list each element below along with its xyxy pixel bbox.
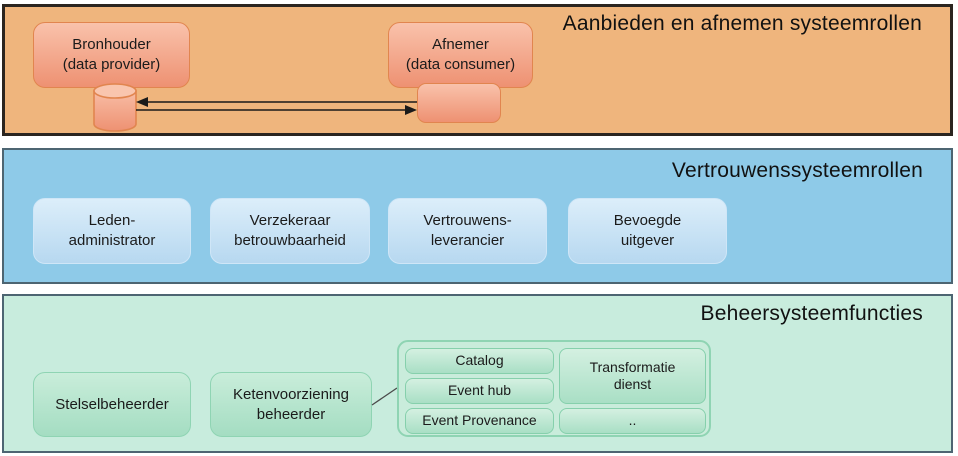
transformatie-line2: dienst — [613, 376, 652, 392]
stelselbeheerder-label: Stelselbeheerder — [55, 395, 169, 413]
datastore-cylinder-icon — [93, 83, 137, 132]
ketenvoorziening-box: Ketenvoorziening beheerder — [210, 372, 372, 437]
afnemer-label: Afnemer — [432, 36, 489, 54]
offer-band-title: Aanbieden en afnemen systeemrollen — [562, 12, 922, 35]
event-provenance-label: Event Provenance — [422, 412, 537, 429]
placeholder-label: .. — [628, 412, 637, 429]
vertrouwensleverancier-line1: Vertrouwens- — [423, 212, 512, 230]
catalog-label: Catalog — [455, 352, 504, 369]
vertrouwensleverancier-box: Vertrouwens- leverancier — [388, 198, 547, 264]
management-functions-band: Beheersysteemfuncties Stelselbeheerder K… — [2, 294, 953, 453]
placeholder-box: .. — [559, 408, 706, 434]
event-hub-box: Event hub — [405, 378, 554, 404]
afnemer-box: Afnemer (data consumer) — [388, 22, 533, 88]
ketenvoorziening-line2: beheerder — [256, 405, 326, 423]
event-hub-label: Event hub — [447, 382, 512, 399]
transformatie-line1: Transformatie — [589, 358, 676, 375]
event-provenance-box: Event Provenance — [405, 408, 554, 434]
catalog-box: Catalog — [405, 348, 554, 374]
services-group-box: Catalog Event hub Event Provenance Trans… — [397, 340, 711, 437]
bevoegde-uitgever-box: Bevoegde uitgever — [568, 198, 727, 264]
data-exchange-arrows — [136, 97, 417, 115]
vertrouwensleverancier-line2: leverancier — [430, 232, 505, 249]
transformatie-dienst-box: Transformatie dienst — [559, 348, 706, 404]
trust-band-title: Vertrouwenssysteemrollen — [671, 159, 923, 182]
ketenvoorziening-services-connector — [371, 387, 398, 406]
bronhouder-label: Bronhouder — [72, 36, 151, 54]
ketenvoorziening-line1: Ketenvoorziening — [233, 385, 349, 403]
stelselbeheerder-box: Stelselbeheerder — [33, 372, 191, 437]
management-band-title: Beheersysteemfuncties — [700, 302, 923, 325]
bevoegde-uitgever-line2: uitgever — [620, 232, 675, 249]
trust-roles-band: Vertrouwenssysteemrollen Leden- administ… — [2, 148, 953, 284]
afnemer-endpoint-box — [417, 83, 501, 123]
leden-administrator-line2: administrator — [68, 232, 156, 249]
bronhouder-sublabel: (data provider) — [62, 56, 161, 73]
leden-administrator-line1: Leden- — [88, 212, 136, 230]
leden-administrator-box: Leden- administrator — [33, 198, 191, 264]
verzekeraar-line1: Verzekeraar — [249, 212, 331, 230]
bevoegde-uitgever-line1: Bevoegde — [613, 212, 682, 230]
verzekeraar-line2: betrouwbaarheid — [234, 232, 346, 249]
offer-consume-band: Aanbieden en afnemen systeemrollen Bronh… — [2, 4, 953, 136]
verzekeraar-box: Verzekeraar betrouwbaarheid — [210, 198, 370, 264]
afnemer-sublabel: (data consumer) — [405, 56, 516, 73]
